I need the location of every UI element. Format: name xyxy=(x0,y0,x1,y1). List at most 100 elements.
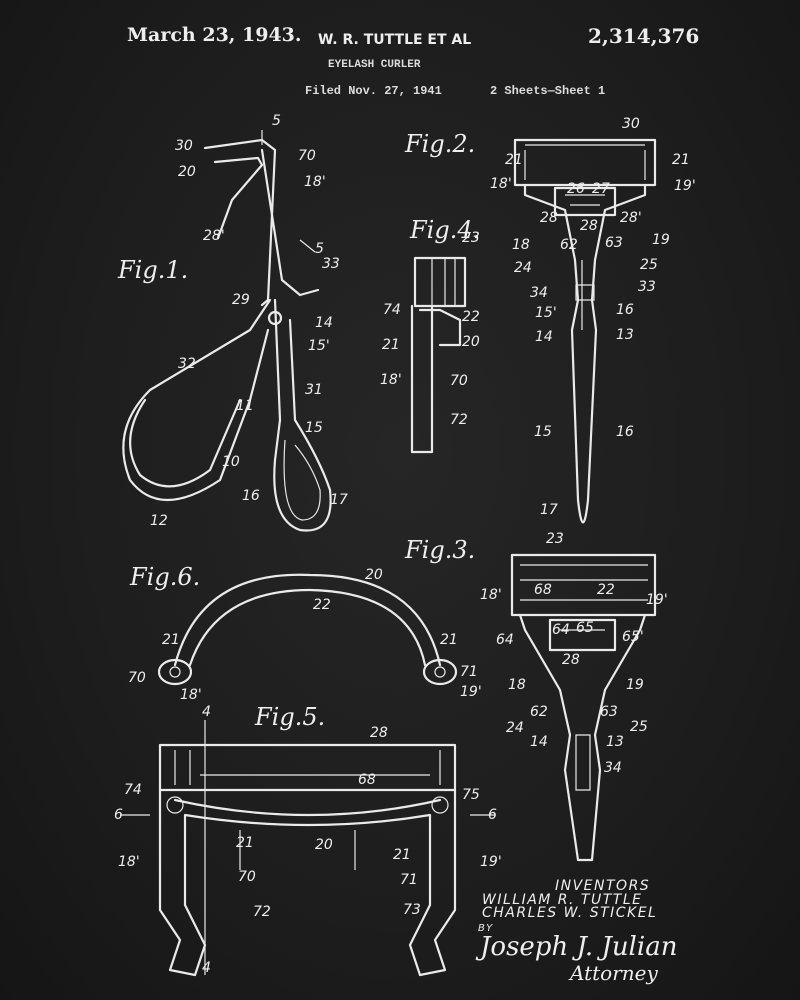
fig5-reference-numeral: 6 xyxy=(488,807,497,823)
fig4-reference-numeral: 70 xyxy=(450,373,468,389)
fig6-reference-numeral: 18' xyxy=(180,687,202,703)
fig2-reference-numeral: 17 xyxy=(540,502,558,518)
fig1-reference-numeral: 16 xyxy=(242,488,260,504)
fig4-reference-numeral: 72 xyxy=(450,412,468,428)
fig2-reference-numeral: 13 xyxy=(616,327,634,343)
fig5-reference-numeral: 19' xyxy=(480,854,502,870)
fig6-reference-numeral: 21 xyxy=(162,632,180,648)
fig4-reference-numeral: 74 xyxy=(383,302,401,318)
invention-title: EYELASH CURLER xyxy=(328,59,421,71)
fig6-reference-numeral: 19' xyxy=(460,684,482,700)
fig2-reference-numeral: 63 xyxy=(605,235,623,251)
patent-date: March 23, 1943. xyxy=(127,24,302,46)
fig2-reference-numeral: 14 xyxy=(535,329,553,345)
fig5-reference-numeral: 75 xyxy=(462,787,480,803)
attorney-signature: Joseph J. Julian xyxy=(475,932,677,962)
attorney-title: Attorney xyxy=(568,961,658,985)
inventor-line: W. R. TUTTLE ET AL xyxy=(318,32,472,48)
fig6-reference-numeral: 21 xyxy=(440,632,458,648)
fig5-reference-numeral: 74 xyxy=(124,782,142,798)
fig1-label: Fig.1. xyxy=(117,256,188,284)
fig1-reference-numeral: 15' xyxy=(308,338,330,354)
fig3-reference-numeral: 63 xyxy=(600,704,618,720)
fig3-reference-numeral: 13 xyxy=(606,734,624,750)
filed-date: Filed Nov. 27, 1941 xyxy=(305,84,442,98)
inventor-name: WILLIAM R. TUTTLE xyxy=(482,892,642,908)
inventors-heading: INVENTORS xyxy=(555,878,650,894)
fig5-reference-numeral: 72 xyxy=(253,904,271,920)
fig5-reference-numeral: 70 xyxy=(238,869,256,885)
fig2-reference-numeral: 28 xyxy=(580,218,598,234)
fig2-reference-numeral: 30 xyxy=(622,116,640,132)
fig1-reference-numeral: 17 xyxy=(330,492,348,508)
fig3-reference-numeral: 65' xyxy=(622,629,644,645)
fig3-reference-numeral: 19 xyxy=(626,677,644,693)
fig2-reference-numeral: 21 xyxy=(672,152,690,168)
fig4-reference-numeral: 18' xyxy=(380,372,402,388)
fig2-reference-numeral: 19' xyxy=(674,178,696,194)
fig3-reference-numeral: 65 xyxy=(576,620,594,636)
fig3-reference-numeral: 19' xyxy=(646,592,668,608)
fig3-reference-numeral: 18 xyxy=(508,677,526,693)
fig4-reference-numeral: 21 xyxy=(382,337,400,353)
fig5-reference-numeral: 21 xyxy=(393,847,411,863)
fig5-label: Fig.5. xyxy=(254,703,325,731)
fig1-reference-numeral: 20 xyxy=(178,164,196,180)
fig5-reference-numeral: 28 xyxy=(370,725,388,741)
fig5-reference-numeral: 73 xyxy=(403,902,421,918)
fig2-reference-numeral: 18' xyxy=(490,176,512,192)
fig5-reference-numeral: 71 xyxy=(400,872,418,888)
fig2-reference-numeral: 16 xyxy=(616,302,634,318)
fig2-reference-numeral: 21 xyxy=(505,152,523,168)
fig5-reference-numeral: 21 xyxy=(236,835,254,851)
fig4-reference-numeral: 23 xyxy=(462,230,480,246)
figure-4 xyxy=(410,256,467,454)
fig1-reference-numeral: 15 xyxy=(305,420,323,436)
fig2-reference-numeral: 62 xyxy=(560,237,578,253)
fig3-reference-numeral: 25 xyxy=(630,719,648,735)
fig2-reference-numeral: 26 xyxy=(567,181,585,197)
fig3-reference-numeral: 34 xyxy=(604,760,622,776)
fig2-reference-numeral: 18 xyxy=(512,237,530,253)
fig1-reference-numeral: 18' xyxy=(304,174,326,190)
figure-2 xyxy=(513,138,657,524)
fig2-reference-numeral: 27 xyxy=(592,181,610,197)
fig1-reference-numeral: 14 xyxy=(315,315,333,331)
figure-5 xyxy=(120,720,495,977)
fig2-reference-numeral: 33 xyxy=(638,279,656,295)
fig1-reference-numeral: 32 xyxy=(178,356,196,372)
fig1-reference-numeral: 30 xyxy=(175,138,193,154)
fig1-reference-numeral: 5 xyxy=(272,113,281,129)
fig2-reference-numeral: 25 xyxy=(640,257,658,273)
fig1-reference-numeral: 70 xyxy=(298,148,316,164)
fig3-reference-numeral: 62 xyxy=(530,704,548,720)
fig2-reference-numeral: 28 xyxy=(540,210,558,226)
fig5-reference-numeral: 68 xyxy=(358,772,376,788)
fig2-reference-numeral: 15 xyxy=(534,424,552,440)
fig3-reference-numeral: 28 xyxy=(562,652,580,668)
fig2-label: Fig.2. xyxy=(404,130,475,158)
fig1-reference-numeral: 28' xyxy=(203,228,225,244)
fig4-label: Fig.4. xyxy=(409,216,480,244)
fig3-reference-numeral: 64 xyxy=(496,632,514,648)
inventor-name: CHARLES W. STICKEL xyxy=(482,905,657,921)
fig5-reference-numeral: 4 xyxy=(202,960,211,976)
patent-number: 2,314,376 xyxy=(588,24,700,48)
fig3-reference-numeral: 23 xyxy=(546,531,564,547)
fig5-reference-numeral: 4 xyxy=(202,704,211,720)
figure-3 xyxy=(510,553,657,862)
by-label: BY xyxy=(478,923,494,934)
fig3-reference-numeral: 18' xyxy=(480,587,502,603)
fig6-reference-numeral: 71 xyxy=(460,664,478,680)
fig6-reference-numeral: 70 xyxy=(128,670,146,686)
figure-6 xyxy=(157,573,458,686)
fig3-label: Fig.3. xyxy=(404,536,475,564)
fig3-reference-numeral: 14 xyxy=(530,734,548,750)
fig2-reference-numeral: 19 xyxy=(652,232,670,248)
fig5-reference-numeral: 6 xyxy=(114,807,123,823)
fig1-reference-numeral: 10 xyxy=(222,454,240,470)
fig1-reference-numeral: 12 xyxy=(150,513,168,529)
